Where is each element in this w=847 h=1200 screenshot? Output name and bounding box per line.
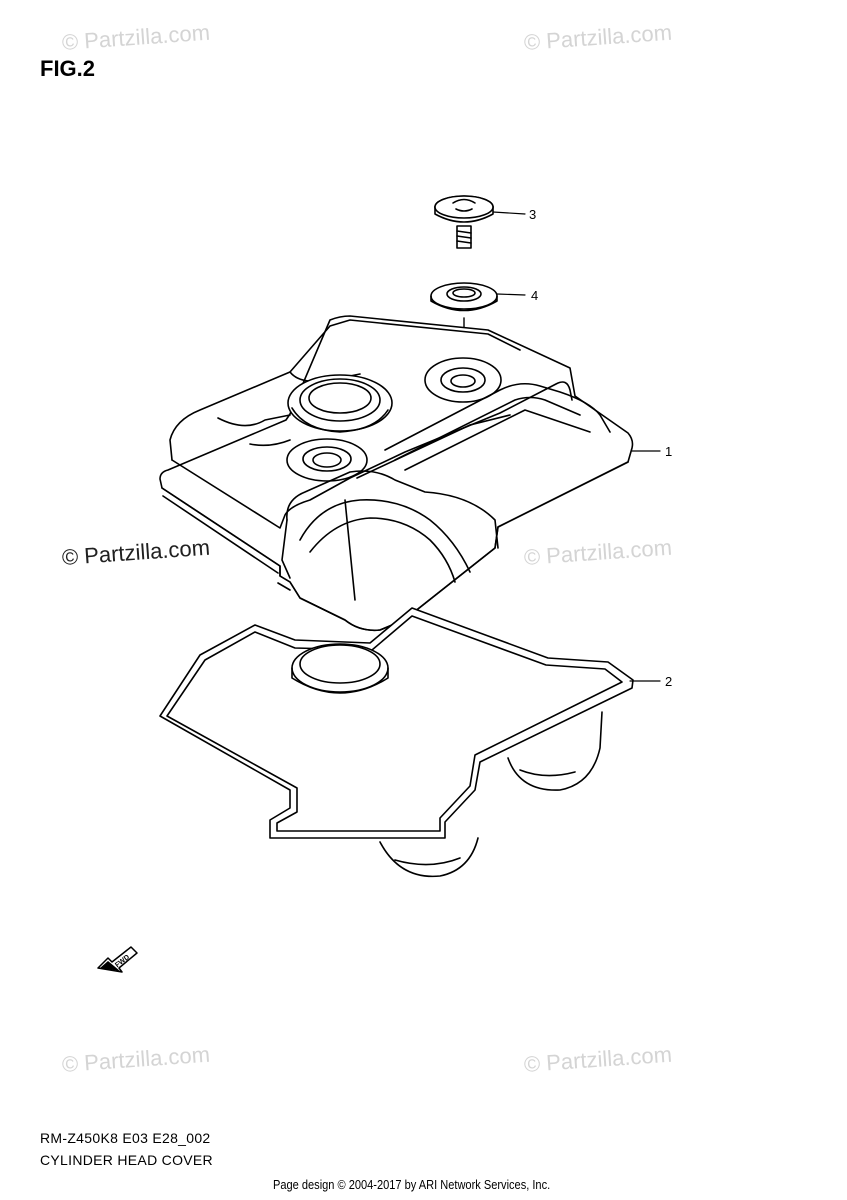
page-footer: Page design © 2004-2017 by ARI Network S… <box>273 1177 551 1192</box>
diagram-code: RM-Z450K8 E03 E28_002 <box>40 1130 211 1146</box>
diagram-title: CYLINDER HEAD COVER <box>40 1152 213 1168</box>
cylinder-head-cover-part <box>159 315 634 632</box>
bolt-part <box>434 195 494 249</box>
fwd-arrow-label: FWD <box>114 954 131 969</box>
seal-washer-part <box>430 282 498 312</box>
callout-gasket: 2 <box>665 674 672 689</box>
callout-bolt: 3 <box>529 207 536 222</box>
forward-direction-arrow <box>97 946 138 973</box>
callout-cover: 1 <box>665 444 672 459</box>
gasket-part <box>159 607 634 878</box>
figure-label: FIG.2 <box>40 56 96 81</box>
callout-seal: 4 <box>531 288 538 303</box>
